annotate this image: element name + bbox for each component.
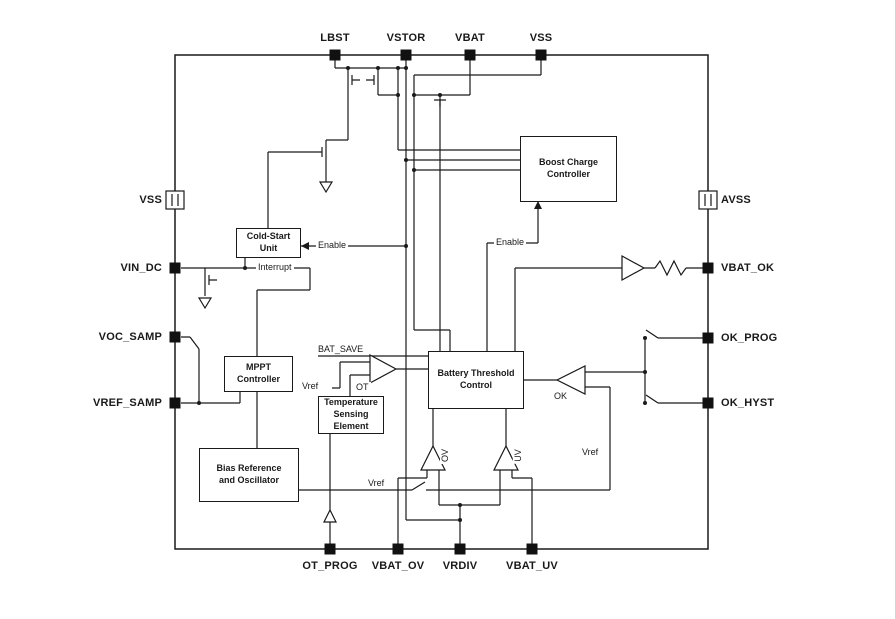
block-boost-charge-controller: Boost Charge Controller bbox=[520, 136, 617, 202]
signal-label-vref-bias: Vref bbox=[366, 478, 387, 489]
mosfet-gates bbox=[208, 75, 446, 285]
pin-label-lbst: LBST bbox=[320, 32, 350, 44]
signal-label-enable-cold-start: Enable bbox=[316, 240, 349, 251]
pin-vin-dc bbox=[169, 262, 181, 274]
pin-ok-hyst bbox=[702, 397, 714, 409]
avss-cell-bars-icon bbox=[704, 194, 712, 206]
pin-pads bbox=[169, 49, 714, 555]
signal-label-interrupt: Interrupt bbox=[256, 262, 294, 273]
signal-label-vref-comparator: Vref bbox=[300, 381, 321, 392]
block-cold-start-unit: Cold-Start Unit bbox=[236, 228, 301, 258]
signal-label-ok: OK bbox=[552, 391, 570, 402]
pin-label-avss: AVSS bbox=[721, 194, 751, 206]
pin-vref-samp bbox=[169, 397, 181, 409]
enable-cold-arrow-icon bbox=[301, 242, 309, 250]
block-temperature-sensing-element: Temperature Sensing Element bbox=[318, 396, 384, 434]
pin-label-vbat: VBAT bbox=[455, 32, 485, 44]
pin-ok-prog bbox=[702, 332, 714, 344]
chip-outline bbox=[174, 54, 709, 550]
ground-symbols bbox=[197, 181, 334, 310]
pin-label-vbat-ov: VBAT_OV bbox=[371, 560, 425, 572]
pin-vss-left-cell bbox=[165, 190, 185, 210]
block-bias-reference-oscillator: Bias Reference and Oscillator bbox=[199, 448, 299, 502]
vss-cell-bars-icon bbox=[171, 194, 179, 206]
signal-label-bat-save: BAT_SAVE bbox=[316, 344, 366, 355]
ot-prog-buffer-icon bbox=[323, 508, 337, 523]
pin-label-ok-prog: OK_PROG bbox=[721, 332, 778, 344]
substrate-symbols bbox=[165, 190, 718, 210]
junction-dots bbox=[197, 66, 647, 522]
block-battery-threshold-control: Battery Threshold Control bbox=[428, 351, 524, 409]
pin-vstor bbox=[400, 49, 412, 61]
wires bbox=[181, 60, 703, 544]
uv-comparator-icon bbox=[493, 444, 519, 471]
pin-label-vref-samp: VREF_SAMP bbox=[92, 397, 162, 409]
ot-comparator-icon bbox=[369, 353, 398, 385]
resistor-symbol bbox=[654, 259, 687, 277]
pin-vbat bbox=[464, 49, 476, 61]
signal-label-ov: OV bbox=[440, 446, 452, 465]
pin-ot-prog bbox=[324, 543, 336, 555]
comparators bbox=[323, 254, 646, 523]
pin-label-vbat-uv: VBAT_UV bbox=[506, 560, 558, 572]
signal-label-ot: OT bbox=[354, 382, 371, 393]
block-mppt-controller: MPPT Controller bbox=[224, 356, 293, 392]
ok-comparator-icon bbox=[555, 365, 586, 395]
pin-label-vin-dc: VIN_DC bbox=[120, 262, 162, 274]
signal-label-uv: UV bbox=[512, 447, 524, 464]
pin-label-ot-prog: OT_PROG bbox=[302, 560, 358, 572]
enable-boost-arrow-icon bbox=[534, 201, 542, 209]
pin-voc-samp bbox=[169, 331, 181, 343]
pin-label-vss-top: VSS bbox=[529, 32, 553, 44]
pin-label-vrdiv: VRDIV bbox=[442, 560, 478, 572]
pin-label-vstor: VSTOR bbox=[386, 32, 426, 44]
pin-label-vss-left: VSS bbox=[139, 194, 162, 206]
arrowheads bbox=[301, 201, 542, 250]
pin-vbat-ok bbox=[702, 262, 714, 274]
pin-vbat-uv bbox=[526, 543, 538, 555]
pin-label-vbat-ok: VBAT_OK bbox=[721, 262, 775, 274]
switch-blades bbox=[189, 329, 659, 491]
pin-avss-cell bbox=[698, 190, 718, 210]
signal-label-vref-right: Vref bbox=[580, 447, 601, 458]
ov-comparator-icon bbox=[420, 444, 446, 471]
pin-lbst bbox=[329, 49, 341, 61]
wire-network bbox=[181, 60, 703, 544]
pin-label-voc-samp: VOC_SAMP bbox=[98, 331, 162, 343]
vbat-ok-buffer-icon bbox=[621, 254, 646, 282]
pin-vbat-ov bbox=[392, 543, 404, 555]
pin-vss-top bbox=[535, 49, 547, 61]
pin-label-ok-hyst: OK_HYST bbox=[721, 397, 775, 409]
signal-label-enable-boost: Enable bbox=[494, 237, 527, 248]
pin-vrdiv bbox=[454, 543, 466, 555]
